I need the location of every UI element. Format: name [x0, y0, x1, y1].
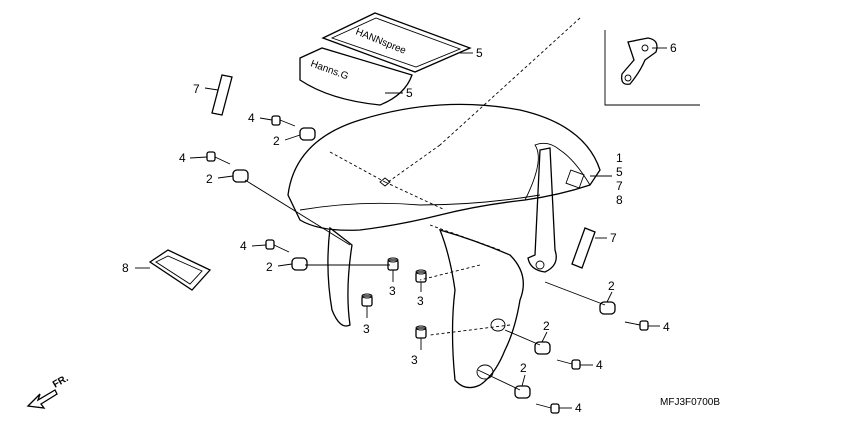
callout-8-emblem: 8: [122, 261, 129, 275]
fr-direction-arrow: [26, 389, 58, 409]
grommet-2a: [299, 127, 316, 141]
callout-2-grommet-b: 2: [206, 172, 213, 186]
callout-7-fender: 7: [616, 179, 623, 193]
callout-5-upper-decal: 5: [476, 46, 483, 60]
callout-4-bolt-c: 4: [240, 239, 247, 253]
bolt-4c: [265, 239, 290, 253]
bolt-4a: [271, 115, 296, 127]
grommet-2c: [291, 257, 308, 271]
collar-3b: [361, 293, 373, 307]
callout-5-fender: 5: [616, 165, 623, 179]
callout-4-bolt-d: 4: [663, 320, 670, 334]
inset-box: [604, 30, 700, 106]
reflector-decal-left: [211, 74, 233, 116]
callout-7-right-decal: 7: [610, 231, 617, 245]
collar-3d: [415, 325, 427, 339]
bolt-4d: [624, 320, 649, 331]
callout-5-lower-decal: 5: [406, 86, 413, 100]
callout-7-left-decal: 7: [193, 82, 200, 96]
bolt-4b: [206, 151, 231, 165]
callout-4-bolt-e: 4: [596, 358, 603, 372]
hanns-g-logo-text: Hanns.G: [309, 58, 350, 82]
bolt-4e: [556, 359, 581, 370]
decal-hanns-g: Hanns.G: [299, 47, 413, 106]
grommet-2f: [514, 385, 531, 399]
callout-2-grommet-a: 2: [273, 134, 280, 148]
callout-8-fender: 8: [616, 193, 623, 207]
callout-1-fender: 1: [616, 151, 623, 165]
callout-2-grommet-c: 2: [266, 260, 273, 274]
bolt-4f: [535, 403, 560, 414]
fr-label: FR.: [51, 373, 71, 391]
callout-2-grommet-d: 2: [608, 279, 615, 293]
decal-hannspree: HANNspree: [321, 12, 472, 73]
emblem-8-loose: [148, 249, 212, 291]
callout-3-collar-c: 3: [417, 294, 424, 308]
bracket-part-6: [621, 37, 658, 85]
callout-2-grommet-f: 2: [520, 361, 527, 375]
callout-4-bolt-a: 4: [248, 111, 255, 125]
reflector-decal-right: [571, 227, 596, 269]
callout-3-collar-b: 3: [363, 322, 370, 336]
callout-4-bolt-b: 4: [179, 151, 186, 165]
dashline-decal-to-fender: [439, 17, 581, 146]
callout-3-collar-a: 3: [389, 284, 396, 298]
diagram-code: MFJ3F0700B: [660, 397, 720, 408]
callout-3-collar-d: 3: [411, 353, 418, 367]
collar-3a: [387, 257, 399, 271]
callout-2-grommet-e: 2: [543, 319, 550, 333]
front-fender: [287, 103, 601, 389]
callout-4-bolt-f: 4: [575, 401, 582, 415]
callout-6-bracket: 6: [670, 41, 677, 55]
